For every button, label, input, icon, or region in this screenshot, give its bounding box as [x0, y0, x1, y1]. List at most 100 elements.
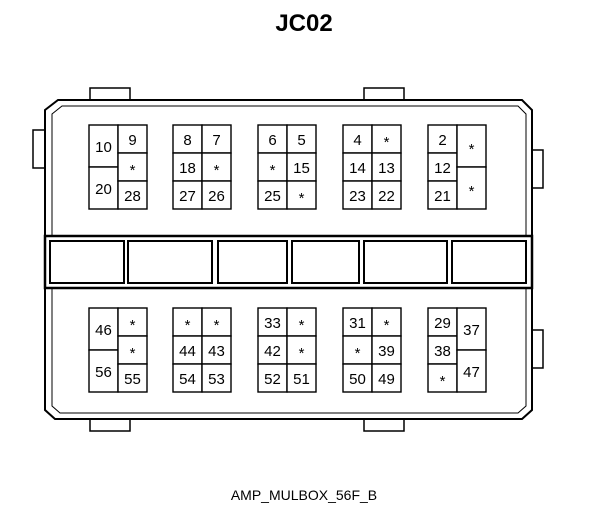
top-group-4-right-2-label: 13	[378, 160, 395, 177]
top-group-4-left-3-box	[342, 180, 373, 210]
bottom-group-2-left-1-box	[172, 307, 203, 337]
bottom-group-1-right-3-box	[117, 363, 148, 393]
top-group-1-left-2-box	[88, 166, 119, 210]
bottom-group-3-left-1-label: 33	[264, 315, 281, 332]
bottom-group-5-right-2-label: 47	[463, 364, 480, 381]
bottom-group-2-right-3-box	[201, 363, 232, 393]
bottom-group-1: 46 56 * * 55	[88, 307, 148, 393]
top-group-1-left-1-label: 10	[95, 139, 112, 156]
bottom-group-3-left-3-box	[257, 363, 288, 393]
top-group-5-left-1-label: 2	[438, 132, 446, 149]
top-group-4-left-1-label: 4	[353, 132, 361, 149]
bottom-group-2-right-1-asterisk: *	[214, 317, 220, 334]
bottom-group-2-left-3-label: 54	[179, 371, 196, 388]
center-slot-6	[451, 240, 527, 284]
center-slot-2	[127, 240, 213, 284]
top-group-1-right-2-asterisk: *	[130, 162, 136, 179]
top-group-2-right-3-box	[201, 180, 232, 210]
bottom-group-4-left-1-label: 31	[349, 315, 366, 332]
bottom-group-2-right-2-label: 43	[208, 343, 225, 360]
bottom-group-5-left-3-asterisk: *	[440, 373, 446, 390]
bottom-group-4-right-3-label: 49	[378, 371, 395, 388]
bottom-group-2-right-1-box	[201, 307, 232, 337]
top-group-3-left-3-box	[257, 180, 288, 210]
top-group-2-right-1-label: 7	[212, 132, 220, 149]
top-group-3-left-3-label: 25	[264, 188, 281, 205]
housing-tab-left	[32, 129, 46, 169]
top-group-5-right-2-asterisk: *	[469, 183, 475, 200]
top-group-3-right-1-box	[286, 124, 317, 154]
bottom-group-5-right-1-label: 37	[463, 322, 480, 339]
bottom-group-2-left-2-label: 44	[179, 343, 196, 360]
top-group-3-right-2-label: 15	[293, 160, 310, 177]
bottom-group-1-left-2-box	[88, 349, 119, 393]
top-group-3-right-3-asterisk: *	[299, 190, 305, 207]
top-group-4-right-3-box	[371, 180, 402, 210]
center-slot-5	[363, 240, 448, 284]
top-pin-groups: 10209*28818277*266*25515*41423*132221221…	[88, 124, 487, 210]
top-group-5-right-1-asterisk: *	[469, 141, 475, 158]
connector-title: JC02	[275, 10, 333, 37]
top-group-4-right-3-label: 22	[378, 188, 395, 205]
bottom-group-3-left-3-label: 52	[264, 371, 281, 388]
bottom-group-1-left-1-label: 46	[95, 322, 112, 339]
top-group-3-left-1-label: 6	[268, 132, 276, 149]
bottom-group-2-left-1-asterisk: *	[185, 317, 191, 334]
top-group-2: 8 18 27 7 * 26	[172, 124, 232, 210]
top-group-4-left-2-label: 14	[349, 160, 366, 177]
top-group-3-right-3-box	[286, 180, 317, 210]
bottom-pin-groups: 4656**55*4454*4353334252**5131*50*394929…	[88, 307, 487, 393]
top-group-3-left-2-box	[257, 152, 288, 182]
bottom-group-3-right-2-asterisk: *	[299, 345, 305, 362]
top-group-2-right-3-label: 26	[208, 188, 225, 205]
bottom-group-3-right-3-box	[286, 363, 317, 393]
bottom-group-5-right-2-box	[456, 349, 487, 393]
bottom-group-4-left-3-box	[342, 363, 373, 393]
top-group-1-right-3-label: 28	[124, 188, 141, 205]
top-group-1-right-1-label: 9	[128, 132, 136, 149]
bottom-group-5-left-1-label: 29	[434, 315, 451, 332]
top-group-2-left-3-label: 27	[179, 188, 196, 205]
bottom-group-3-left-2-box	[257, 335, 288, 365]
bottom-group-5-right-1-box	[456, 307, 487, 351]
center-slot-3	[217, 240, 288, 284]
top-group-2-left-2-box	[172, 152, 203, 182]
top-group-2-right-2-asterisk: *	[214, 162, 220, 179]
top-group-5-left-2-box	[427, 152, 458, 182]
top-group-4-left-3-label: 23	[349, 188, 366, 205]
top-group-2-right-2-box	[201, 152, 232, 182]
bottom-group-4-left-2-asterisk: *	[355, 345, 361, 362]
bottom-group-2-right-3-label: 53	[208, 371, 225, 388]
bottom-group-4-left-1-box	[342, 307, 373, 337]
top-group-4: 4 14 23 * 13 22	[342, 124, 402, 210]
bottom-group-1-right-3-label: 55	[124, 371, 141, 388]
bottom-group-2: * 44 54 * 43 53	[172, 307, 232, 393]
bottom-group-1-right-2-asterisk: *	[130, 345, 136, 362]
top-group-5-left-3-box	[427, 180, 458, 210]
bottom-group-3-left-1-box	[257, 307, 288, 337]
bottom-group-2-right-2-box	[201, 335, 232, 365]
top-group-4-right-1-box	[371, 124, 402, 154]
bottom-group-1-left-2-label: 56	[95, 364, 112, 381]
bottom-group-4-right-1-asterisk: *	[384, 317, 390, 334]
top-group-1-right-2-box	[117, 152, 148, 182]
top-group-4-right-2-box	[371, 152, 402, 182]
top-group-5-right-2-box	[456, 166, 487, 210]
top-group-4-right-1-asterisk: *	[384, 134, 390, 151]
top-group-5-left-3-label: 21	[434, 188, 451, 205]
top-group-2-left-1-label: 8	[183, 132, 191, 149]
top-group-2-left-2-label: 18	[179, 160, 196, 177]
bottom-group-4-left-3-label: 50	[349, 371, 366, 388]
bottom-group-3-right-1-asterisk: *	[299, 317, 305, 334]
bottom-group-1-right-1-asterisk: *	[130, 317, 136, 334]
bottom-group-1-right-2-box	[117, 335, 148, 365]
center-band	[43, 234, 534, 290]
top-group-1-right-3-box	[117, 180, 148, 210]
bottom-group-3-right-3-label: 51	[293, 371, 310, 388]
